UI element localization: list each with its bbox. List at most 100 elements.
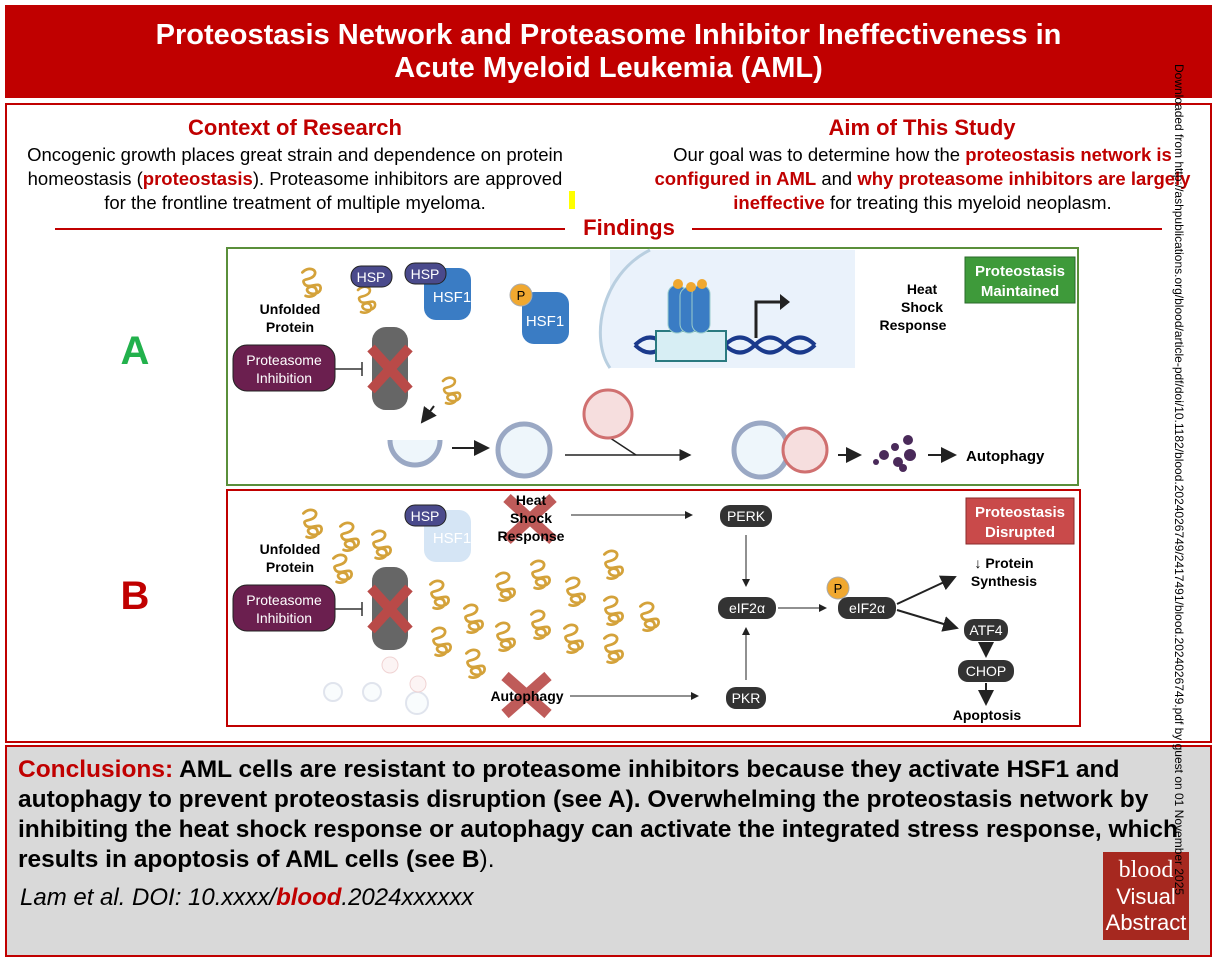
phagophore-icon — [387, 439, 443, 468]
citation: Lam et al. DOI: 10.xxxx/blood.2024xxxxxx — [20, 884, 473, 912]
aim-text-c: and — [816, 168, 858, 189]
findings-rule-right — [692, 228, 1162, 230]
context-highlight: proteostasis — [142, 168, 253, 189]
transcription-arrow-icon — [754, 300, 782, 338]
hsp-label: HSP — [411, 508, 440, 524]
red-x-icon — [503, 493, 557, 545]
hsp-icon — [404, 504, 447, 527]
title-banner: Proteostasis Network and Proteasome Inhi… — [5, 5, 1212, 98]
red-x-icon — [367, 344, 413, 394]
inhibit-line — [335, 362, 363, 376]
inhibition-label-2: Inhibition — [256, 370, 312, 386]
hsp-icon — [350, 265, 393, 288]
hsr-label-2: Shock — [510, 510, 552, 526]
unfolded-protein-icon — [356, 285, 377, 314]
atf4-node: ATF4 — [969, 622, 1002, 638]
autophagy-label: Autophagy — [966, 448, 1045, 465]
panel-b-letter: B — [121, 574, 150, 618]
phosphate-icon — [509, 283, 533, 307]
lysosome-icon — [582, 388, 634, 440]
download-watermark: Downloaded from http://ashpublications.o… — [1172, 64, 1186, 896]
logo-line-2: Abstract — [1105, 910, 1187, 935]
conclusions-box — [5, 745, 1212, 957]
autolysosome-icon — [731, 420, 791, 480]
aim-text-a: Our goal was to determine how the — [673, 144, 966, 165]
citation-journal: blood — [276, 884, 342, 911]
hsp-label: HSP — [357, 269, 386, 285]
hsp-icon — [404, 262, 447, 285]
nuclear-envelope — [598, 248, 651, 369]
panel-a-border — [226, 247, 1079, 486]
hsf1-label: HSF1 — [433, 289, 471, 306]
findings-label: Findings — [583, 215, 675, 240]
findings-rule-left — [55, 228, 565, 230]
status-label-2: Disrupted — [985, 524, 1055, 541]
conclusions-text: Conclusions: AML cells are resistant to … — [18, 755, 1178, 875]
isr-pathway: PERK eIF2α PKR eIF2α P ATF4 CHOP ↓ Prote… — [718, 505, 1037, 723]
conclusions-end: ). — [479, 846, 495, 873]
proteasome-inhibition-badge — [232, 344, 336, 392]
unfolded-protein-label-2: Protein — [266, 319, 314, 335]
phosphate-label: P — [834, 581, 843, 596]
unfolded-protein-label-1: Unfolded — [260, 541, 321, 557]
hsp-label: HSP — [411, 266, 440, 282]
status-label-1: Proteostasis — [975, 504, 1065, 521]
protein-synthesis-label-2: Synthesis — [971, 573, 1037, 589]
status-disrupted-badge — [965, 497, 1075, 545]
phosphate-label: P — [517, 288, 526, 303]
citation-id: .2024xxxxxx — [341, 884, 474, 911]
perk-node: PERK — [727, 508, 766, 524]
degraded-fragments-icon — [873, 435, 916, 472]
panel-a-letter: A — [121, 329, 150, 373]
apoptosis-label: Apoptosis — [953, 707, 1022, 723]
unfolded-protein-icon — [301, 267, 322, 298]
aim-highlight-1: proteostasis network is configured in AM… — [654, 144, 1172, 189]
hsf1-label: HSF1 — [526, 313, 564, 330]
red-x-icon — [367, 584, 413, 634]
eif2a-node: eIF2α — [729, 600, 765, 616]
hse-promoter — [655, 330, 727, 362]
inhibition-label-2: Inhibition — [256, 610, 312, 626]
status-label-1: Proteostasis — [975, 263, 1065, 280]
phospho-hsf1-icon — [522, 292, 569, 344]
autophagosome-icon — [495, 421, 553, 479]
hsr-label-2: Shock — [901, 299, 943, 315]
hsr-label-1: Heat — [907, 281, 938, 297]
red-x-icon — [501, 671, 552, 719]
hsr-label-1: Heat — [516, 492, 547, 508]
hsr-label-3: Response — [498, 528, 565, 544]
hsf1-label: HSF1 — [433, 530, 471, 547]
context-text-c: ). Proteasome inhibitors are approved fo… — [104, 168, 563, 213]
inhibition-label-1: Proteasome — [246, 592, 322, 608]
logo-line-1: Visual — [1116, 884, 1176, 909]
hsf1-trimer-icon — [691, 284, 711, 334]
title-line-1: Proteostasis Network and Proteasome Inhi… — [155, 18, 1062, 51]
aim-heading: Aim of This Study — [828, 115, 1016, 140]
conclusions-label: Conclusions: — [18, 756, 174, 783]
phosphate-icon — [826, 576, 850, 600]
context-text-a: Oncogenic growth places great strain and… — [27, 144, 563, 189]
pkr-node: PKR — [732, 690, 761, 706]
conclusions-body: AML cells are resistant to proteasome in… — [18, 756, 1178, 873]
protein-synthesis-label-1: ↓ Protein — [974, 555, 1033, 571]
logo-brand: blood — [1118, 857, 1174, 883]
citation-doi: Lam et al. DOI: 10.xxxx/ — [20, 884, 277, 911]
status-maintained-badge — [964, 256, 1076, 304]
aim-highlight-2: why proteasome inhibitors are largely in… — [733, 168, 1191, 213]
autophagy-label: Autophagy — [490, 688, 563, 704]
accumulated-unfolded-proteins — [302, 508, 660, 679]
highlight-mark — [569, 191, 575, 209]
unfolded-protein-label-1: Unfolded — [260, 301, 321, 317]
unfolded-protein-label-2: Protein — [266, 559, 314, 575]
chop-node: CHOP — [966, 663, 1006, 679]
aim-text-e: for treating this myeloid neoplasm. — [824, 192, 1112, 213]
title-line-2: Acute Myeloid Leukemia (AML) — [394, 51, 823, 84]
hsr-label-3: Response — [880, 317, 947, 333]
panel-b-border — [226, 489, 1081, 727]
blood-visual-abstract-logo: blood Visual Abstract — [1103, 852, 1189, 940]
phospho-eif2a-node: eIF2α — [849, 600, 885, 616]
context-heading: Context of Research — [188, 115, 402, 140]
proteasome-inhibition-badge — [232, 584, 336, 632]
findings-box — [5, 103, 1212, 743]
